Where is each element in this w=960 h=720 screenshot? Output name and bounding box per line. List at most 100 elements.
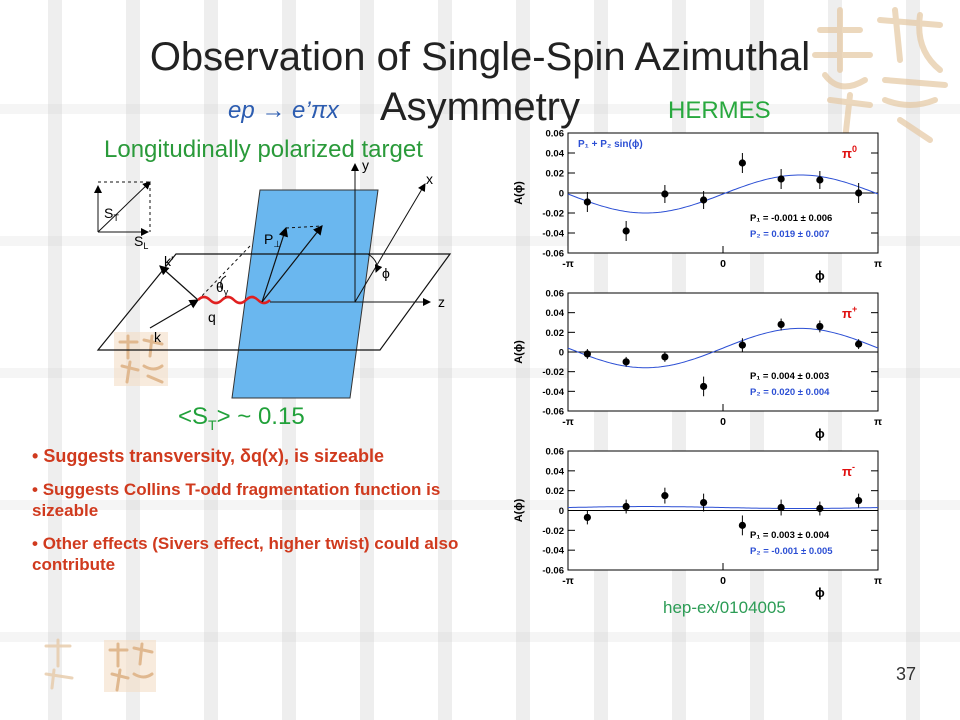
data-point bbox=[661, 492, 669, 500]
x-axis-label: ϕ bbox=[815, 426, 825, 441]
photon-label: q bbox=[208, 309, 216, 325]
transverse-spin-estimate: <ST> ~ 0.15 bbox=[178, 403, 305, 433]
x-tick-label: π bbox=[874, 575, 882, 587]
y-tick-label: -0.04 bbox=[542, 229, 564, 240]
fit-curve bbox=[568, 506, 879, 509]
data-point bbox=[816, 176, 824, 184]
phi-label: ϕ bbox=[382, 265, 390, 281]
data-point bbox=[700, 382, 708, 391]
x-tick-label: -π bbox=[562, 258, 574, 270]
x-axis bbox=[354, 183, 426, 303]
z-axis-label: z bbox=[438, 294, 445, 310]
x-tick-label: π bbox=[874, 416, 882, 428]
reference-label: hep-ex/0104005 bbox=[663, 598, 786, 617]
bullet-item: • Other effects (Sivers effect, higher t… bbox=[32, 534, 459, 574]
data-point bbox=[583, 513, 591, 522]
y-axis-label: A(ϕ) bbox=[513, 181, 525, 205]
theta-label: θγ bbox=[216, 279, 229, 297]
p1-value: P₁ = 0.004 ± 0.003 bbox=[750, 371, 829, 382]
slide-title: Observation of Single-Spin Azimuthal Asy… bbox=[80, 32, 880, 132]
y-tick-label: 0.02 bbox=[546, 328, 565, 339]
data-point bbox=[583, 198, 591, 206]
particle-label: π0 bbox=[842, 144, 857, 161]
y-tick-label: 0 bbox=[559, 506, 564, 517]
y-tick-label: 0.04 bbox=[546, 149, 565, 160]
incoming-lepton-label: k bbox=[154, 329, 162, 345]
title-line-1: Observation of Single-Spin Azimuthal bbox=[149, 35, 811, 79]
hadron-plane bbox=[231, 189, 379, 399]
kinematics-diagram: y z x ST SL k k' q θγ P⊥ ϕ bbox=[94, 157, 452, 399]
calligraphy-seal-small-1 bbox=[114, 332, 168, 386]
particle-label: π- bbox=[842, 462, 855, 479]
p1-value: P₁ = -0.001 ± 0.006 bbox=[750, 213, 832, 224]
y-axis-label: y bbox=[362, 157, 369, 173]
bullet-item: • Suggests transversity, δq(x), is sizea… bbox=[32, 446, 385, 466]
data-point bbox=[738, 521, 746, 529]
x-tick-label: 0 bbox=[720, 575, 726, 587]
data-point bbox=[661, 353, 669, 361]
y-tick-label: 0.06 bbox=[546, 447, 565, 458]
calligraphy-seal-small-2 bbox=[104, 640, 156, 692]
data-point bbox=[661, 190, 669, 198]
lepton-plane bbox=[96, 253, 452, 351]
data-point bbox=[583, 350, 591, 358]
transverse-spin-label: ST bbox=[104, 205, 119, 223]
bullet-item: • Suggests Collins T-odd fragmentation f… bbox=[32, 480, 441, 520]
fit-curve bbox=[567, 174, 879, 214]
y-tick-label: -0.04 bbox=[542, 546, 564, 557]
x-tick-label: -π bbox=[562, 575, 574, 587]
calligraphy-seal-small-3 bbox=[44, 638, 74, 690]
data-point bbox=[738, 159, 746, 167]
y-tick-label: -0.04 bbox=[542, 387, 564, 398]
x-tick-label: 0 bbox=[720, 258, 726, 270]
data-point bbox=[622, 227, 630, 235]
data-point bbox=[622, 502, 630, 511]
page-number: 37 bbox=[896, 664, 917, 684]
virtual-photon bbox=[197, 295, 271, 305]
data-point bbox=[855, 496, 863, 505]
y-tick-label: -0.02 bbox=[542, 209, 564, 220]
data-point bbox=[816, 504, 824, 513]
data-point bbox=[700, 196, 708, 204]
reaction-formula: ep → e’πx bbox=[228, 97, 339, 124]
x-axis-label: ϕ bbox=[815, 585, 825, 600]
hadron-momentum-label: P⊥ bbox=[264, 231, 281, 249]
target-label: Longitudinally polarized target bbox=[104, 136, 423, 163]
y-tick-label: 0 bbox=[559, 348, 564, 359]
particle-label: π+ bbox=[842, 304, 857, 321]
p1-value: P₁ = 0.003 ± 0.004 bbox=[750, 530, 830, 541]
data-point bbox=[816, 322, 824, 331]
y-tick-label: -0.02 bbox=[542, 367, 564, 378]
outgoing-lepton-label: k' bbox=[164, 253, 174, 269]
x-axis-label: ϕ bbox=[815, 268, 825, 283]
data-point bbox=[777, 175, 785, 183]
y-tick-label: 0 bbox=[559, 189, 564, 200]
y-tick-label: 0.02 bbox=[546, 169, 565, 180]
y-tick-label: 0.06 bbox=[546, 129, 565, 140]
data-point bbox=[855, 340, 863, 348]
y-tick-label: -0.06 bbox=[542, 249, 564, 260]
x-axis-label: x bbox=[426, 171, 433, 187]
experiment-label: HERMES bbox=[668, 97, 771, 124]
title-line-2: Asymmetry bbox=[380, 85, 580, 129]
x-tick-label: π bbox=[874, 258, 882, 270]
fit-formula-label: P₁ + P₂ sin(ϕ) bbox=[578, 139, 643, 150]
y-tick-label: -0.06 bbox=[542, 407, 564, 418]
p2-value: P₂ = -0.001 ± 0.005 bbox=[750, 546, 833, 557]
calligraphy-seal-large bbox=[812, 7, 948, 143]
x-tick-label: 0 bbox=[720, 416, 726, 428]
data-point bbox=[777, 320, 785, 329]
data-point bbox=[738, 341, 746, 349]
data-point bbox=[777, 503, 785, 512]
fit-curve bbox=[567, 327, 879, 369]
data-point bbox=[855, 189, 863, 197]
p2-value: P₂ = 0.019 ± 0.007 bbox=[750, 229, 829, 240]
y-tick-label: -0.06 bbox=[542, 566, 564, 577]
x-tick-label: -π bbox=[562, 416, 574, 428]
data-point bbox=[622, 358, 630, 366]
data-point bbox=[700, 498, 708, 507]
y-tick-label: -0.02 bbox=[542, 526, 564, 537]
asymmetry-charts: -0.06 -0.04 -0.02 0 0.02 0.04 0.06 -π 0 π A(ϕ) ϕ P₁ … bbox=[513, 129, 882, 601]
longitudinal-spin-label: SL bbox=[134, 233, 148, 251]
